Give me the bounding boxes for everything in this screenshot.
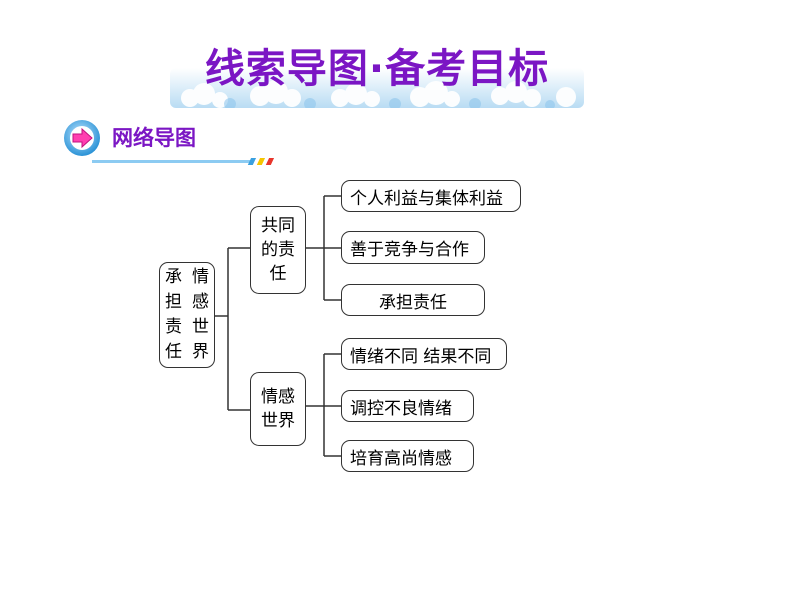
cloud-banner-background xyxy=(170,68,584,108)
header-banner: 线索导图·备考目标 xyxy=(170,42,584,108)
leaf-node: 个人利益与集体利益 xyxy=(341,180,521,212)
section-underline xyxy=(92,158,275,165)
arrow-right-circle-icon xyxy=(64,120,100,156)
leaf-node: 情绪不同 结果不同 xyxy=(341,338,507,370)
branch-node-shared-responsibility: 共同 的责 任 xyxy=(250,206,306,294)
leaf-node: 调控不良情绪 xyxy=(341,390,474,422)
leaf-node: 培育高尚情感 xyxy=(341,440,474,472)
root-column-2: 情 感 世 界 xyxy=(192,267,209,362)
root-column-1: 承 担 责 任 xyxy=(165,267,182,362)
section-heading: 网络导图 xyxy=(62,118,277,166)
leaf-node: 善于竞争与合作 xyxy=(341,231,485,264)
branch-node-emotional-world: 情感 世界 xyxy=(250,372,306,446)
root-node: 承 担 责 任 情 感 世 界 xyxy=(159,262,215,368)
leaf-node: 承担责任 xyxy=(341,284,485,316)
section-label: 网络导图 xyxy=(112,126,196,150)
page-title: 线索导图·备考目标 xyxy=(204,46,550,92)
